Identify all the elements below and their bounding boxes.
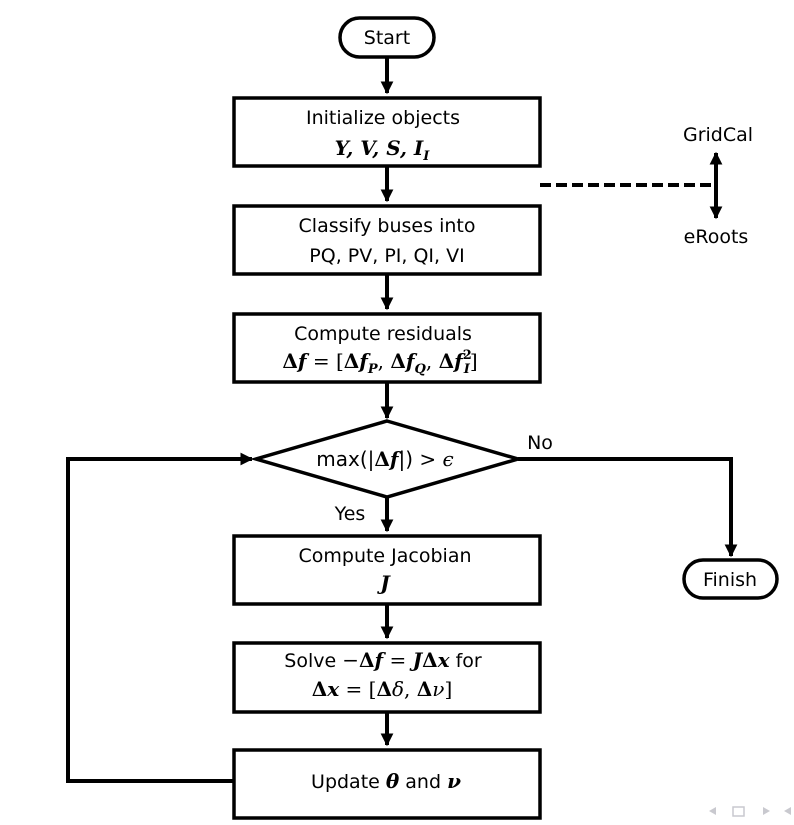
solve-box [232, 641, 542, 714]
jacobian-node: Compute Jacobian J [232, 534, 542, 606]
classify-line1: Classify buses into [299, 215, 476, 237]
initialize-line1: Initialize objects [306, 107, 460, 129]
initialize-node: Initialize objects Y, V, S, II [232, 96, 542, 168]
nav-prev-icon[interactable] [709, 807, 716, 815]
slide-navigation[interactable] [709, 806, 791, 817]
start-label: Start [364, 27, 410, 49]
arrow-decision-to-finish [518, 457, 738, 558]
gridcal-label: GridCal [683, 124, 753, 146]
decision-no-label: No [527, 432, 553, 454]
initialize-line2: Y, V, S, II [335, 136, 431, 164]
solve-node: Solve −Δf = JΔx for Δx = [Δδ, Δν] [232, 641, 542, 714]
residuals-line1: Compute residuals [294, 323, 472, 345]
solve-line1: Solve −Δf = JΔx for [284, 648, 482, 672]
residuals-box [232, 312, 542, 384]
decision-node: max(|Δf|) > ϵ Yes No [249, 419, 553, 525]
initialize-box [232, 96, 542, 168]
finish-label: Finish [703, 569, 757, 591]
nav-next-icon[interactable] [763, 807, 770, 815]
nav-section-icon[interactable] [784, 807, 791, 815]
update-box [232, 748, 542, 820]
jacobian-box [232, 534, 542, 606]
update-node: Update θ and ν [232, 748, 542, 820]
classify-node: Classify buses into PQ, PV, PI, QI, VI [232, 204, 542, 276]
nav-frame-icon[interactable] [732, 806, 745, 817]
solve-line2: Δx = [Δδ, Δν] [312, 677, 453, 701]
finish-shape [682, 558, 779, 600]
classify-line2: PQ, PV, PI, QI, VI [309, 245, 464, 267]
start-node: Start [338, 16, 436, 59]
jacobian-line1: Compute Jacobian [298, 545, 471, 567]
decision-diamond [249, 419, 525, 499]
eroots-label: eRoots [684, 226, 749, 248]
decision-label: max(|Δf|) > ϵ [316, 447, 454, 471]
jacobian-line2: J [376, 571, 391, 595]
decision-yes-label: Yes [334, 503, 366, 525]
arrow-update-loop-back [66, 452, 254, 783]
update-label: Update θ and ν [311, 769, 461, 793]
classify-box [232, 204, 542, 276]
finish-node: Finish [682, 558, 779, 600]
start-shape [338, 16, 436, 59]
